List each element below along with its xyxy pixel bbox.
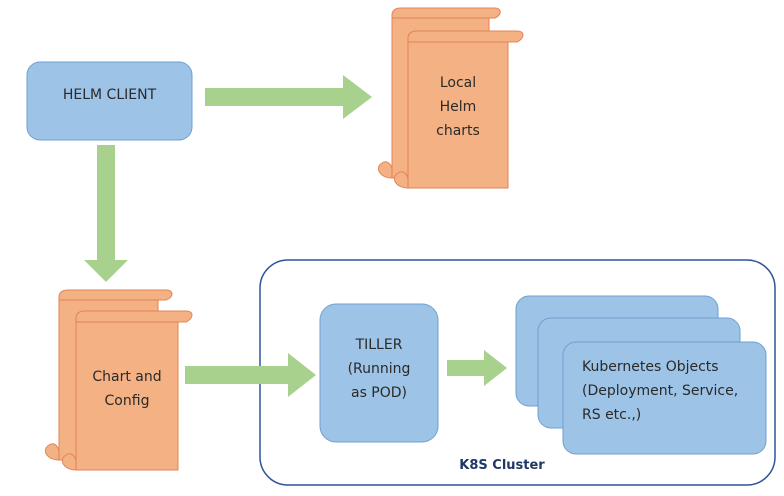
chart-config-scroll-front (61, 310, 193, 471)
arrow-client-to-local-charts (205, 75, 372, 119)
helm-client-node (26, 61, 193, 141)
arrow-chart-config-to-tiller (185, 353, 316, 397)
arrow-client-to-chart-config (84, 145, 128, 282)
tiller-node (319, 303, 439, 443)
k8s-objects-card-front (562, 341, 767, 455)
local-charts-scroll-front (393, 30, 524, 189)
arrow-tiller-to-k8s-objects (447, 350, 507, 386)
